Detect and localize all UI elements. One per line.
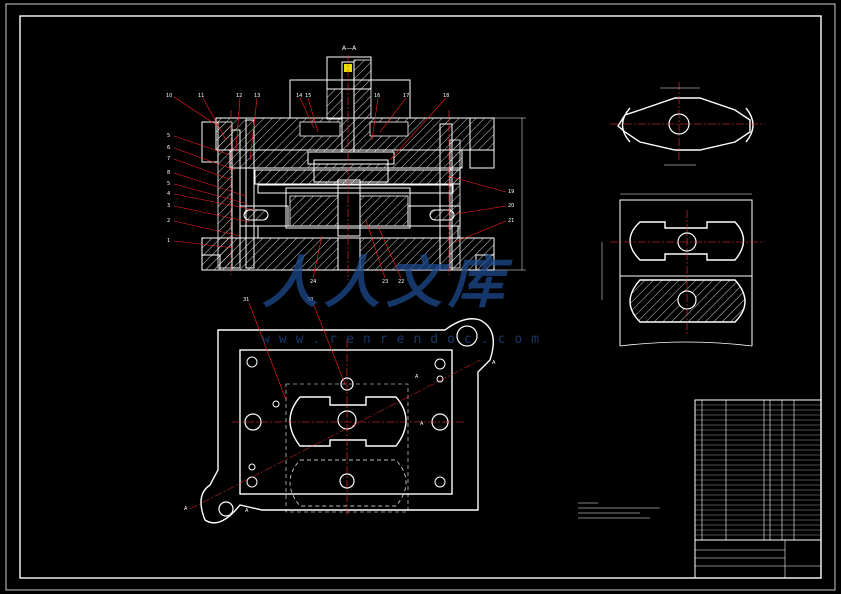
svg-text:19: 19 [508, 189, 514, 195]
svg-text:5: 5 [167, 181, 170, 187]
outer-border [5, 3, 836, 591]
watermark-url: www.renrendoc.com [262, 332, 549, 347]
section-label: A—A [342, 45, 357, 52]
svg-text:6: 6 [167, 145, 170, 151]
svg-text:2: 2 [167, 218, 170, 224]
leader-lines [173, 96, 507, 279]
svg-text:7: 7 [167, 156, 170, 162]
svg-text:21: 21 [508, 218, 514, 224]
plan-view: 31 30 A A A A A [184, 297, 496, 524]
svg-text:14: 14 [296, 93, 302, 99]
svg-text:16: 16 [374, 93, 380, 99]
technical-notes [578, 502, 660, 519]
parts-list-rows [695, 404, 821, 541]
svg-text:10: 10 [166, 93, 172, 99]
svg-text:20: 20 [508, 203, 514, 209]
svg-text:A: A [184, 506, 188, 512]
section-view: A—A [166, 45, 526, 285]
svg-text:5: 5 [167, 133, 170, 139]
svg-text:24: 24 [310, 279, 316, 285]
svg-text:A: A [245, 508, 249, 514]
svg-text:4: 4 [167, 191, 170, 197]
svg-text:A: A [420, 421, 424, 427]
parts-list-table [694, 399, 822, 579]
svg-text:A: A [492, 360, 496, 366]
svg-text:11: 11 [198, 93, 204, 99]
part-number-labels: 10 11 12 13 5 6 7 8 5 4 3 2 1 14 15 16 1… [166, 93, 514, 285]
svg-text:18: 18 [443, 93, 449, 99]
svg-text:30: 30 [307, 297, 313, 303]
svg-text:22: 22 [398, 279, 404, 285]
svg-text:31: 31 [243, 297, 249, 303]
svg-text:17: 17 [403, 93, 409, 99]
svg-text:15: 15 [305, 93, 311, 99]
svg-text:12: 12 [236, 93, 242, 99]
svg-text:13: 13 [254, 93, 260, 99]
part-view-section [601, 193, 765, 347]
svg-text:3: 3 [167, 203, 170, 209]
inner-border [19, 15, 822, 579]
part-view-top [610, 82, 765, 166]
svg-text:1: 1 [167, 238, 170, 244]
svg-text:23: 23 [382, 279, 388, 285]
svg-text:8: 8 [167, 170, 170, 176]
svg-text:A: A [415, 374, 419, 380]
watermark-text: 人人文库 [262, 250, 510, 316]
